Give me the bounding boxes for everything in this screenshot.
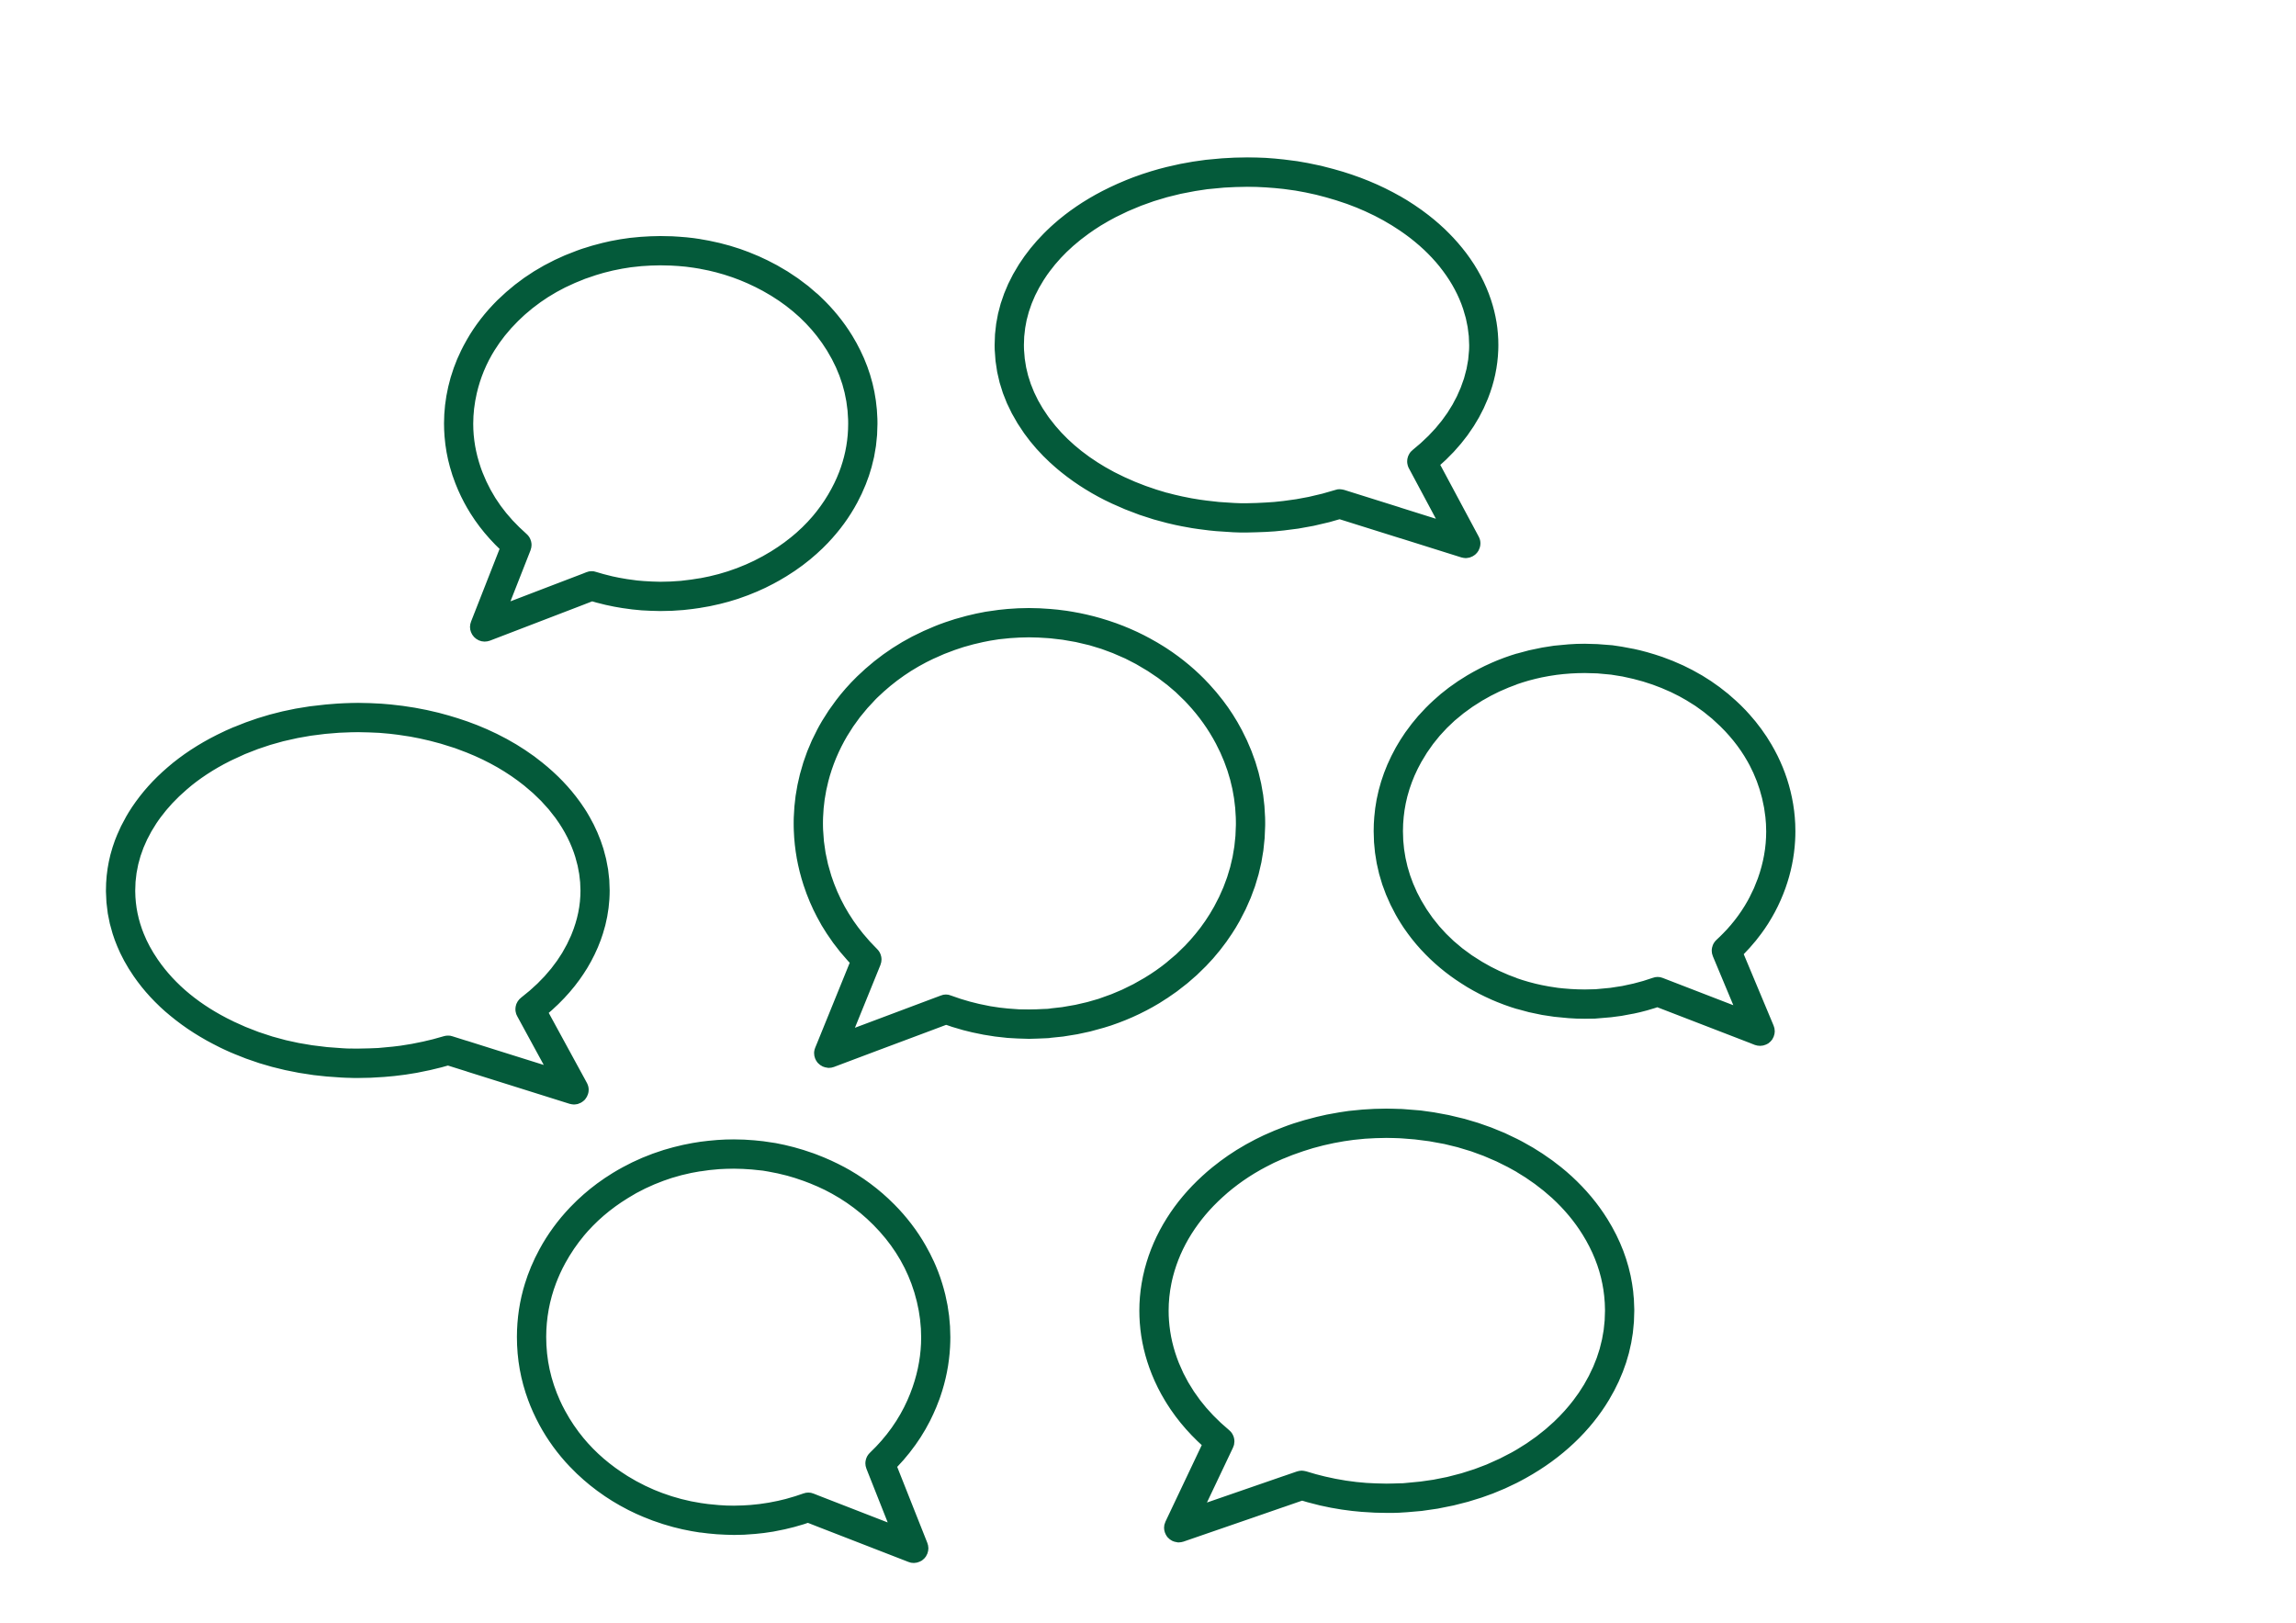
speech-bubble-icon (995, 157, 1499, 558)
speech-bubble-icon (1139, 1109, 1635, 1543)
speech-bubble-icon (444, 235, 878, 642)
speech-bubble-icon (1373, 643, 1795, 1046)
speech-bubble-icon (793, 608, 1266, 1068)
speech-bubble-icon (106, 703, 610, 1105)
speech-bubble-icon (516, 1139, 951, 1563)
